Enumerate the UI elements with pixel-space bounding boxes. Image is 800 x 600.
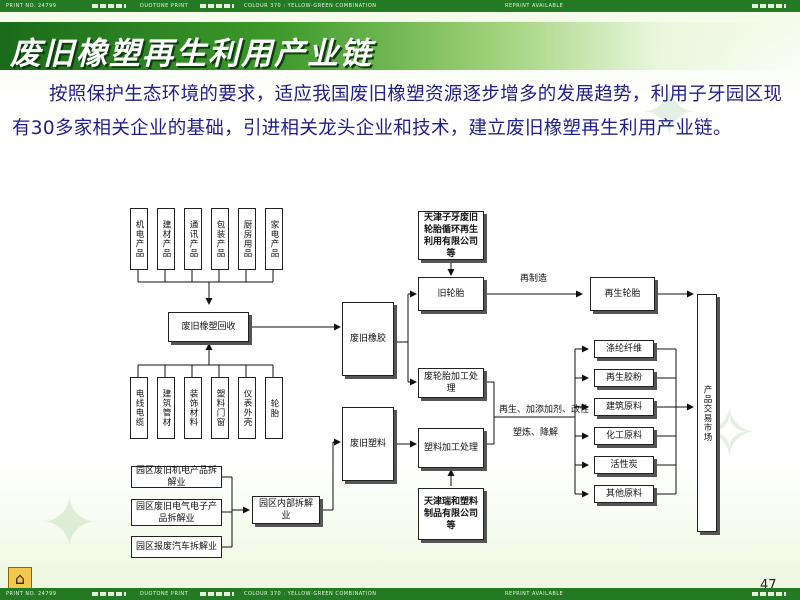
product-box: 再生胶粉 (594, 369, 654, 387)
top-print-no: PRINT NO. 24799 (6, 3, 57, 9)
top-reprint: REPRINT AVAILABLE (505, 3, 564, 9)
bottom-reprint: REPRINT AVAILABLE (505, 591, 564, 597)
old-tire-box: 旧轮胎 (418, 277, 484, 311)
page-number: 47 (760, 578, 777, 588)
top-bar-blocks-1 (92, 4, 126, 8)
logo-icon: ⌂ (8, 567, 32, 588)
top-duotone: DUOTONE PRINT (140, 3, 189, 9)
bottom-print-no: PRINT NO. 24799 (6, 591, 57, 597)
bottom-colour: COLOUR 370 : YELLOW-GREEN COMBINATION (244, 591, 377, 597)
intro-paragraph: 按照保护生态环境的要求，适应我国废旧橡塑资源逐步增多的发展趋势，利用子牙园区现有… (12, 84, 783, 139)
waste-plastic-box: 废旧塑料 (342, 407, 394, 481)
regenerated-tire-box: 再生轮胎 (590, 277, 655, 311)
product-box: 其他原料 (594, 485, 654, 503)
product-box: 建筑原料 (594, 398, 654, 416)
source-box-bottom: 电线电缆 (130, 377, 148, 439)
bottom-duotone: DUOTONE PRINT (140, 591, 189, 597)
bottom-bar-blocks-2 (200, 592, 234, 596)
source-box-top: 机电产品 (130, 208, 148, 270)
top-print-bar: PRINT NO. 24799 DUOTONE PRINT COLOUR 370… (0, 0, 800, 12)
slide-title: 废旧橡塑再生利用产业链 (10, 36, 373, 72)
source-box-bottom: 仪表外壳 (238, 377, 256, 439)
process-label: 塑炼、降解 (513, 428, 559, 438)
slide: ✦ ✧ ✦ 废旧橡塑再生利用产业链 按照保护生态环境的要求，适应我国废旧橡塑资源… (0, 12, 800, 588)
internal-dismantling-box: 园区内部拆解业 (252, 496, 320, 524)
source-box-top: 包装产品 (211, 208, 229, 270)
recycle-box: 废旧橡塑回收 (168, 312, 249, 342)
plastic-processing-box: 塑料加工处理 (418, 428, 484, 468)
decor-leaf: ✦ (640, 72, 699, 154)
source-box-bottom: 建筑管材 (157, 377, 175, 439)
source-box-bottom: 轮胎 (265, 377, 283, 439)
source-box-top: 家电产品 (265, 208, 283, 270)
source-box-top: 厨房用品 (238, 208, 256, 270)
remanufacture-label: 再制造 (520, 274, 548, 284)
top-bar-blocks-3 (752, 4, 786, 8)
product-box: 涤纶纤维 (594, 340, 654, 358)
source-box-bottom: 装饰材料 (184, 377, 202, 439)
source-box-bottom: 塑料门窗 (211, 377, 229, 439)
waste-rubber-box: 废旧橡胶 (342, 302, 394, 376)
plastic-company-box: 天津瑞和塑料制品有限公司等 (418, 488, 484, 540)
bottom-print-bar: PRINT NO. 24799 DUOTONE PRINT COLOUR 370… (0, 588, 800, 600)
product-box: 化工原料 (594, 427, 654, 445)
title-banner: 废旧橡塑再生利用产业链 (0, 22, 800, 72)
dismantler-box: 园区废旧机电产品拆解业 (131, 466, 222, 488)
dismantler-box: 园区报废汽车拆解业 (131, 536, 222, 558)
tire-company-box: 天津子牙废旧轮胎循环再生利用有限公司等 (418, 211, 484, 260)
top-colour: COLOUR 370 : YELLOW-GREEN COMBINATION (244, 3, 377, 9)
product-box: 活性炭 (594, 456, 654, 474)
source-box-top: 建材产品 (157, 208, 175, 270)
dismantler-box: 园区废旧电气电子产品拆解业 (131, 499, 222, 526)
decor-leaf: ✦ (40, 482, 99, 564)
bottom-bar-blocks-3 (752, 592, 786, 596)
source-box-top: 通讯产品 (184, 208, 202, 270)
bottom-bar-blocks-1 (92, 592, 126, 596)
process-label: 再生、加添加剂、改性 (499, 405, 590, 415)
waste-tire-processing-box: 废轮胎加工处理 (418, 368, 484, 398)
connector-lines (137, 262, 694, 548)
market-box: 产品交易市场 (697, 294, 717, 532)
top-bar-blocks-2 (200, 4, 234, 8)
